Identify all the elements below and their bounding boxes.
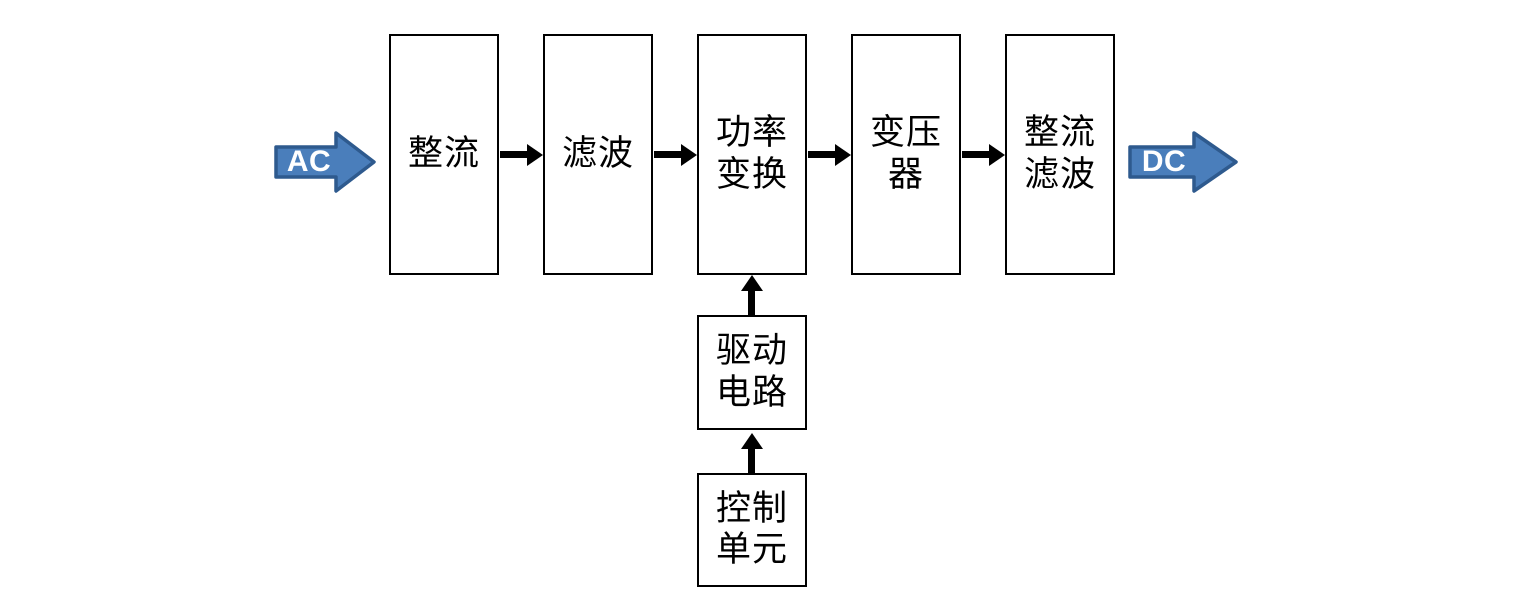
block-transformer[interactable]: 变压 器 [851, 34, 961, 275]
block-filter-label: 滤波 [561, 133, 634, 174]
block-control-unit-label: 控制 单元 [715, 488, 788, 570]
ac-input-arrow[interactable]: AC [274, 131, 376, 193]
connector-drive-circuit-to-power-conversion [748, 290, 755, 316]
block-rectifier[interactable]: 整流 [389, 34, 499, 275]
block-output-rectifier-filter-label: 整流 滤波 [1023, 113, 1096, 195]
block-output-rectifier-filter[interactable]: 整流 滤波 [1005, 34, 1115, 275]
block-rectifier-label: 整流 [407, 133, 480, 174]
dc-output-arrow[interactable]: DC [1128, 131, 1238, 193]
connector-rectifier-to-filter [500, 151, 528, 158]
block-drive-circuit[interactable]: 驱动 电路 [697, 315, 807, 430]
dc-arrow-shape [1128, 131, 1238, 193]
connector-power-conversion-to-transformer [808, 151, 836, 158]
block-drive-circuit-label: 驱动 电路 [715, 331, 788, 413]
block-power-conversion[interactable]: 功率 变换 [697, 34, 807, 275]
connector-control-unit-to-drive-circuit [748, 448, 755, 474]
block-transformer-label: 变压 器 [869, 113, 942, 195]
block-control-unit[interactable]: 控制 单元 [697, 473, 807, 587]
ac-arrow-shape [274, 131, 376, 193]
block-power-conversion-label: 功率 变换 [715, 113, 788, 195]
block-filter[interactable]: 滤波 [543, 34, 653, 275]
connector-filter-to-power-conversion [654, 151, 682, 158]
connector-transformer-to-output-rectifier [962, 151, 990, 158]
